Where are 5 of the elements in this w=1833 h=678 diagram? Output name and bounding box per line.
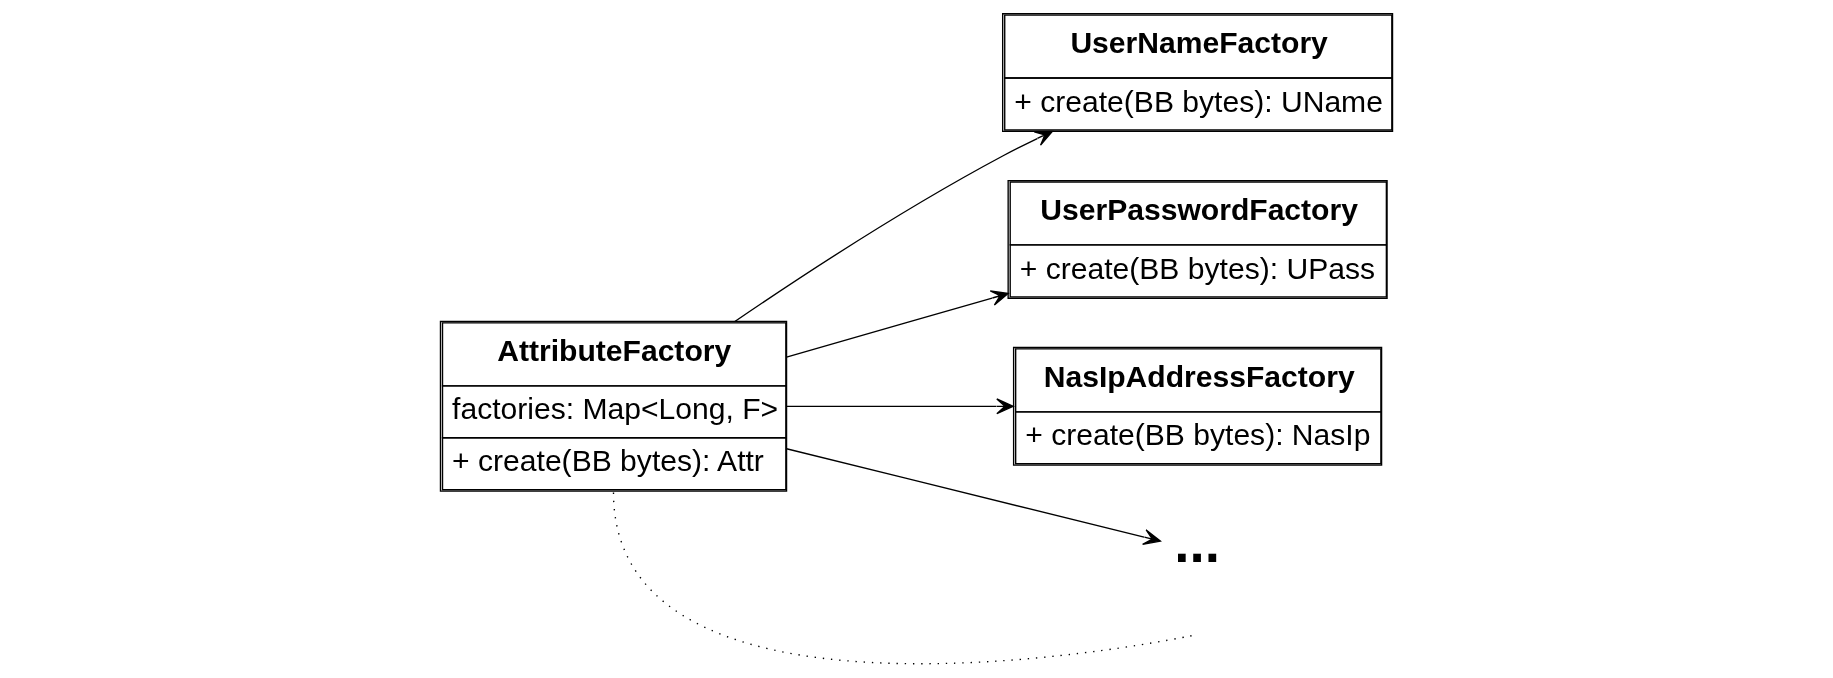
- arrow: [785, 290, 1009, 358]
- arrow: [785, 448, 1162, 546]
- arrow: [734, 130, 1053, 323]
- arrow: [785, 398, 1014, 415]
- node-text: ...: [1174, 512, 1220, 575]
